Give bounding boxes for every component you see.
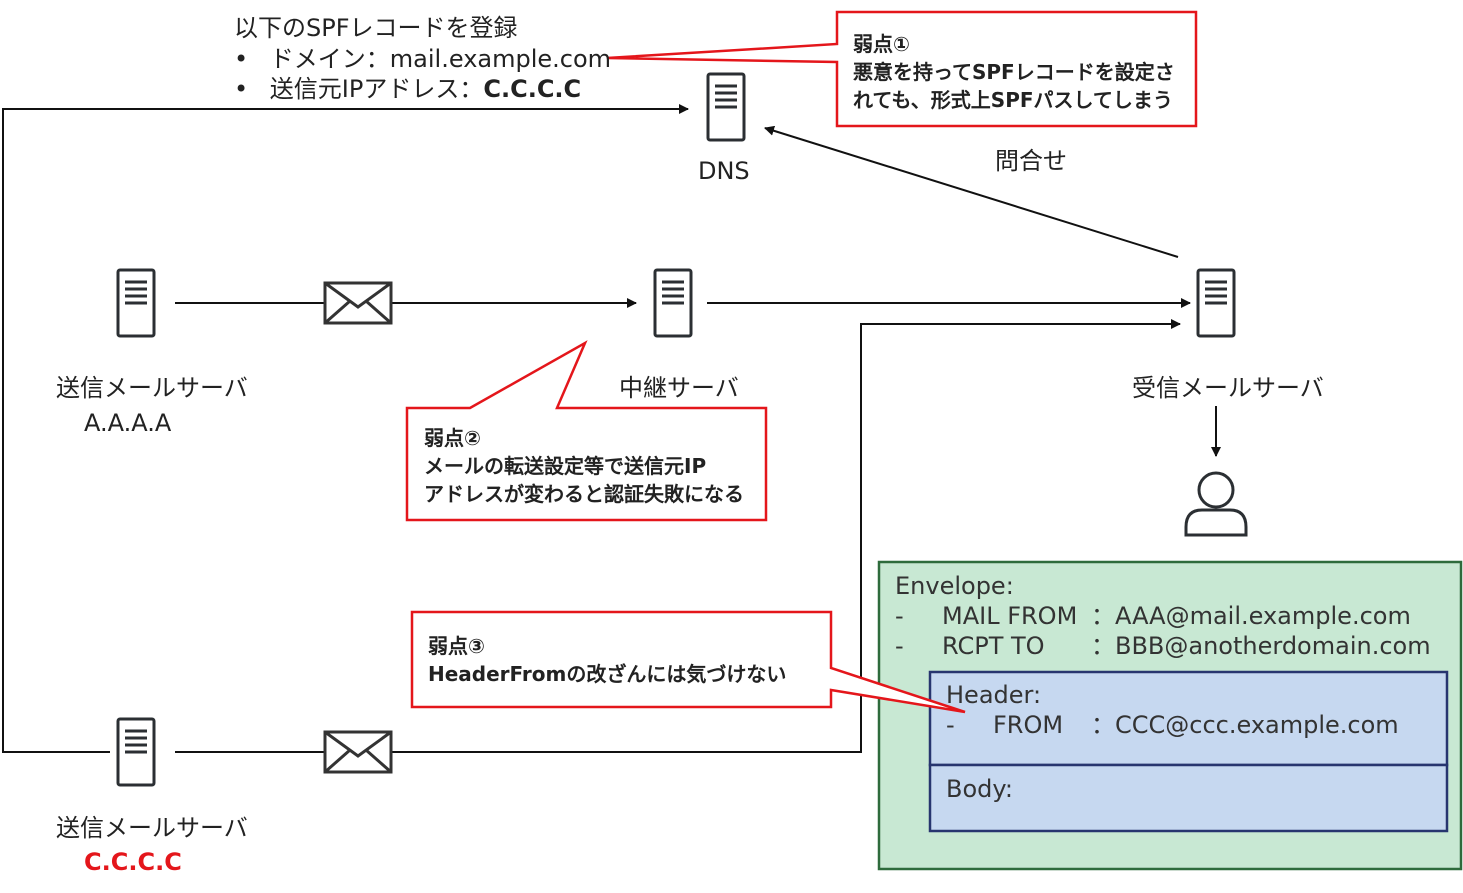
sender-server-2-ip: C.C.C.C — [84, 848, 182, 876]
line-sender2-to-receiver — [175, 319, 1181, 753]
weakness-3-title: 弱点③ — [428, 634, 485, 658]
receiver-server-icon — [1196, 268, 1236, 338]
weakness-3-line1: HeaderFromの改ざんには気づけない — [428, 662, 787, 686]
envelope-title: Envelope: — [895, 572, 1014, 600]
body-box — [928, 763, 1449, 833]
spf-note-title: 以下のSPFレコードを登録 — [234, 14, 518, 42]
weakness-1-line1: 悪意を持ってSPFレコードを設定さ — [853, 60, 1175, 84]
mail-from-key: MAIL FROM — [942, 602, 1078, 630]
rcpt-to-value: ：BBB@anotherdomain.com — [1091, 632, 1431, 660]
header-from-row: - FROM ：CCC@ccc.example.com — [946, 710, 1399, 740]
callout-3-shape — [410, 610, 966, 714]
line-sender2-to-dns — [2, 104, 689, 753]
weakness-1-title: 弱点① — [853, 32, 910, 56]
dash: - — [895, 602, 904, 630]
query-label: 問合せ — [995, 147, 1067, 175]
domain-label: ドメイン： — [269, 45, 390, 73]
weakness-2-line1: メールの転送設定等で送信元IP — [424, 454, 707, 478]
weakness-2-title: 弱点② — [424, 426, 481, 450]
sender-server-label: 送信メールサーバ — [56, 374, 248, 402]
line-receiver-query-dns — [764, 125, 1179, 258]
dns-label: DNS — [698, 157, 750, 185]
sender-server-icon — [116, 268, 156, 338]
header-box — [928, 670, 1449, 767]
spf-note-ip-row: • 送信元IPアドレス：C.C.C.C — [234, 69, 581, 104]
relay-server-label: 中継サーバ — [619, 374, 739, 402]
dash: - — [895, 632, 904, 660]
weakness-1-line2: れても、形式上SPFパスしてしまう — [853, 88, 1173, 112]
rcpt-to-key: RCPT TO — [942, 632, 1045, 660]
mail-envelope-icon — [323, 281, 393, 325]
callout-1-shape — [606, 10, 1198, 128]
user-icon — [1184, 471, 1248, 537]
spf-note-domain-row: • ドメイン：mail.example.com — [234, 39, 611, 74]
ip-label: 送信元IPアドレス： — [269, 75, 484, 103]
mail-from-value: ：AAA@mail.example.com — [1091, 602, 1411, 630]
sender-server-ip: A.A.A.A — [84, 409, 172, 437]
weakness-3-text: 弱点③ HeaderFromの改ざんには気づけない — [428, 632, 786, 688]
header-from-key: FROM — [993, 711, 1064, 739]
ip-value: C.C.C.C — [483, 75, 582, 103]
callout-2-shape — [405, 340, 768, 522]
domain-value: mail.example.com — [389, 45, 612, 73]
mail-envelope-2-icon — [323, 730, 393, 774]
dash: - — [946, 711, 955, 739]
header-from-value: ：CCC@ccc.example.com — [1091, 711, 1399, 739]
rcpt-to-row: - RCPT TO ：BBB@anotherdomain.com — [895, 631, 1431, 661]
sender-server-2-label: 送信メールサーバ — [56, 814, 248, 842]
weakness-1-text: 弱点① 悪意を持ってSPFレコードを設定さ れても、形式上SPFパスしてしまう — [853, 30, 1175, 114]
receiver-server-label: 受信メールサーバ — [1132, 374, 1324, 402]
weakness-2-text: 弱点② メールの転送設定等で送信元IP アドレスが変わると認証失敗になる — [424, 424, 744, 508]
sender-server-2-icon — [116, 717, 156, 787]
dns-server-icon — [706, 72, 746, 142]
mail-from-row: - MAIL FROM ：AAA@mail.example.com — [895, 601, 1411, 631]
relay-server-icon — [653, 268, 693, 338]
body-title: Body: — [946, 775, 1013, 803]
weakness-2-line2: アドレスが変わると認証失敗になる — [424, 482, 744, 506]
bullet: • — [234, 45, 249, 73]
header-title: Header: — [946, 681, 1042, 709]
bullet: • — [234, 75, 249, 103]
